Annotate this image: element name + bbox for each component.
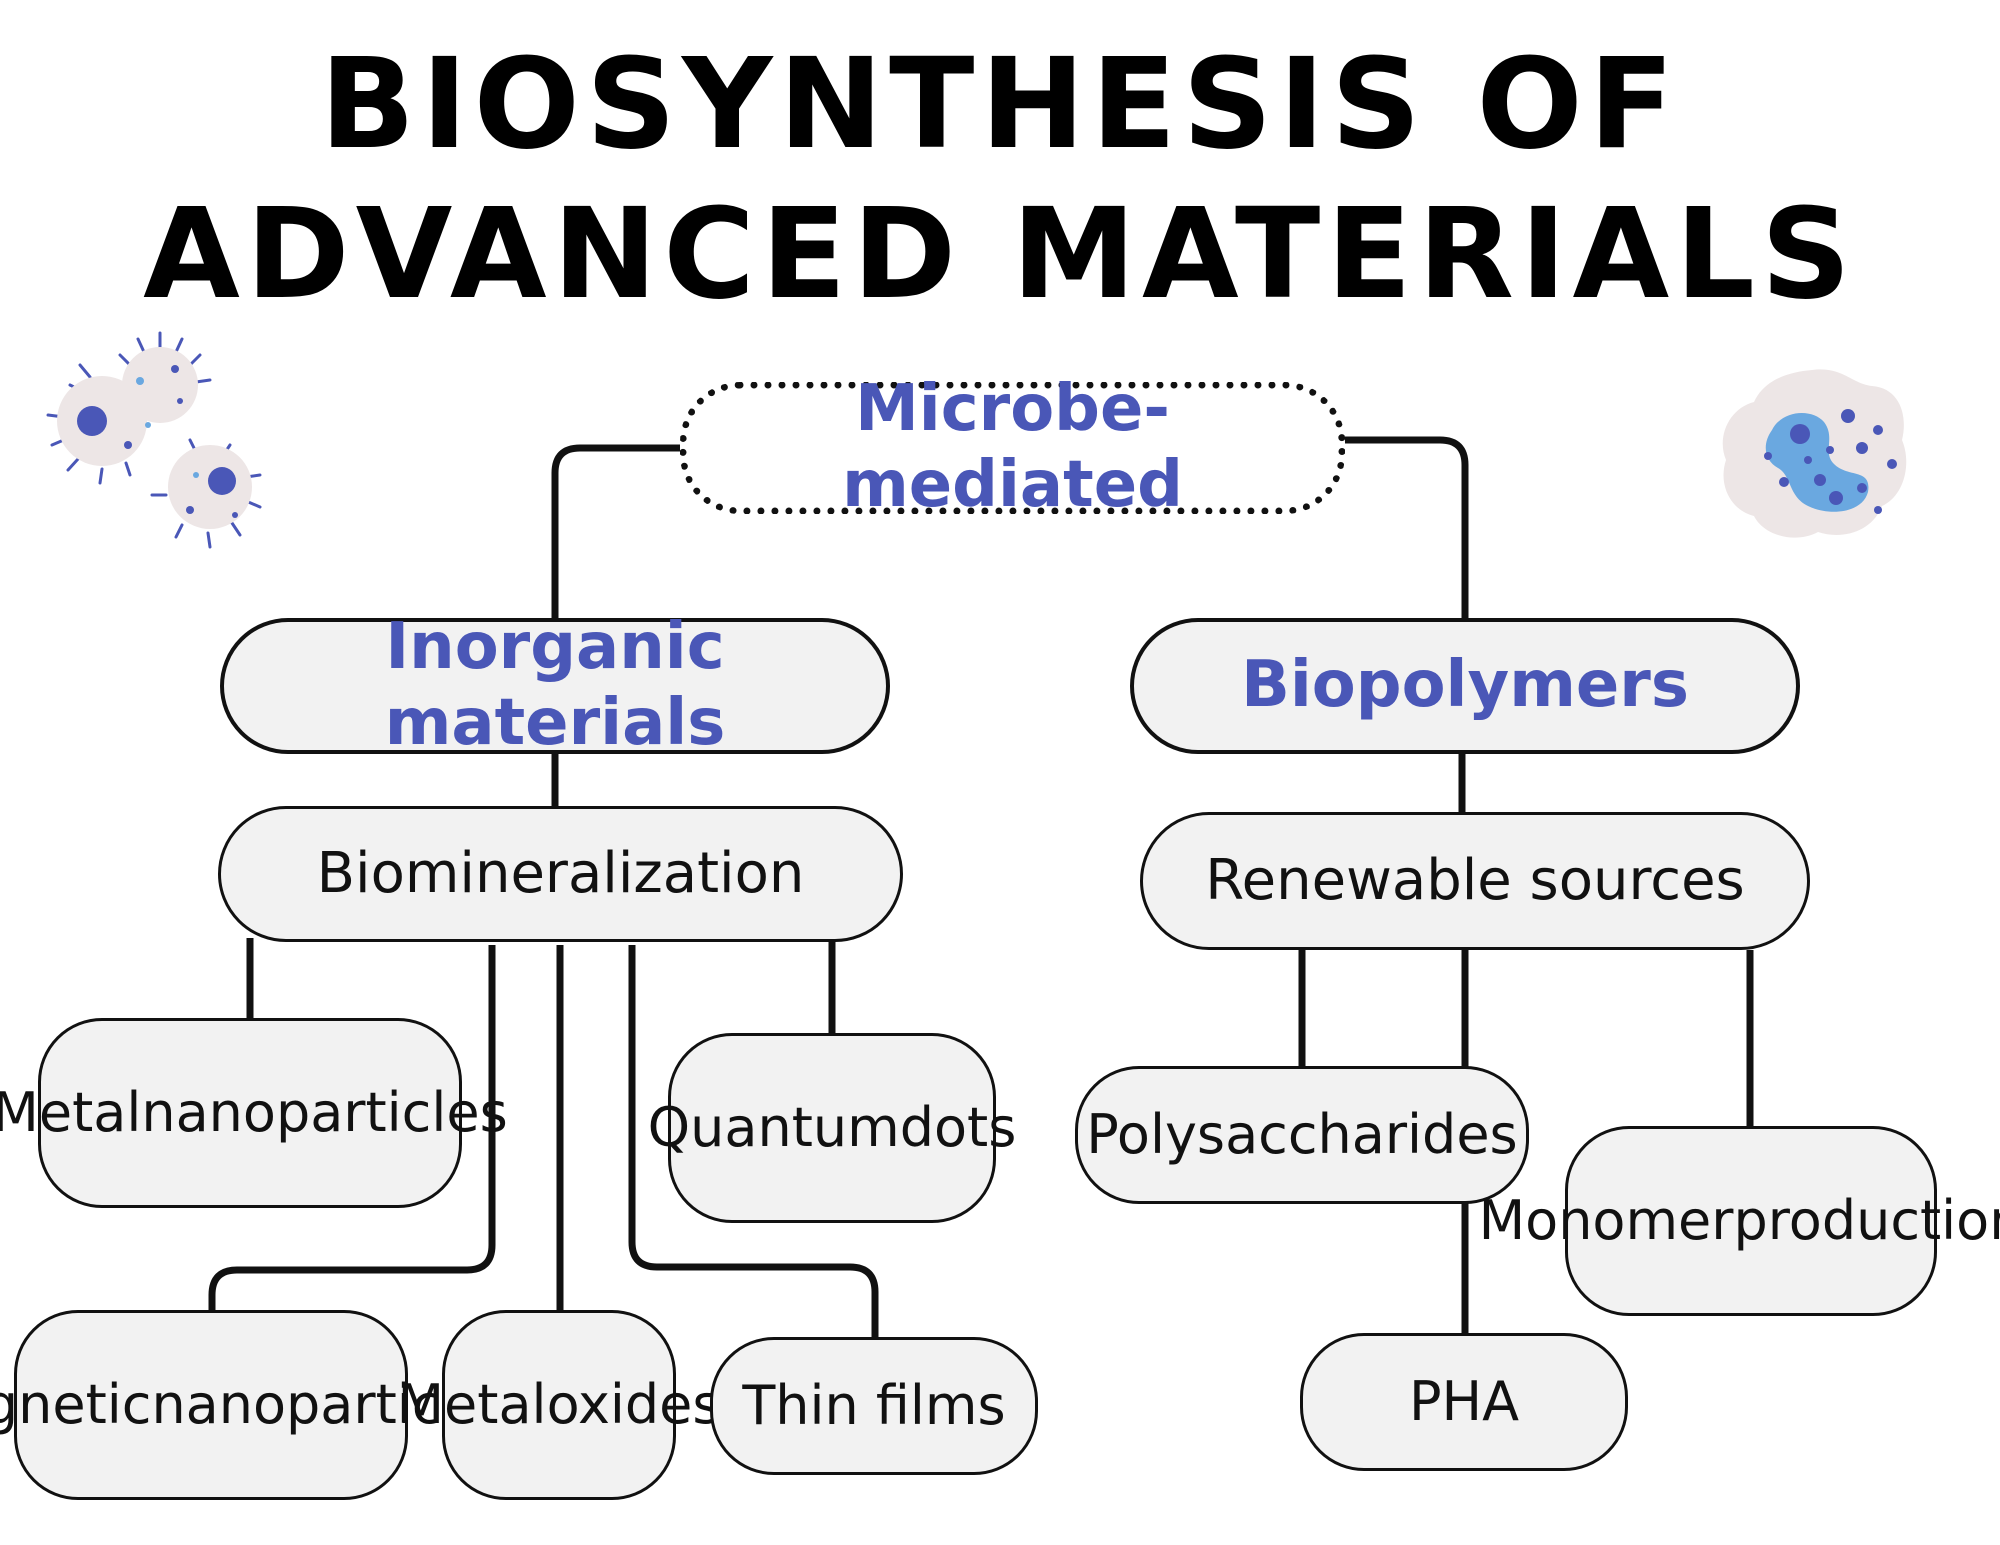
leaf-node-magnetic-nanoparticles: Magnetic nanoparticles — [0, 1310, 518, 1500]
connector-magnetic-nanoparticles — [208, 945, 496, 1312]
leaf-label-line: nanoparticles — [141, 1081, 508, 1145]
microbe-cell-icon — [1722, 369, 1907, 538]
root-node-microbe-mediated: Microbe-mediated — [680, 372, 1345, 522]
leaf-node-thin-films: Thin films — [710, 1337, 1038, 1475]
connector-thin-films — [628, 945, 879, 1340]
bacteria-cluster-icon — [46, 331, 262, 549]
leaf-label-line: Monomer — [1478, 1189, 1734, 1253]
leaf-label-line: Metal — [0, 1081, 142, 1145]
category-node-biopolymers: Biopolymers — [1130, 618, 1800, 754]
leaf-node-quantum-dots: Quantum dots — [648, 1033, 1016, 1223]
leaf-label-line: oxides — [546, 1373, 721, 1437]
connector-root-biopolymers — [1343, 436, 1469, 620]
leaf-node-metal-nanoparticles: Metal nanoparticles — [0, 1018, 508, 1208]
leaf-label-line: dots — [899, 1096, 1017, 1160]
leaf-label-line: Magnetic — [0, 1373, 152, 1437]
title-line-2: ADVANCED MATERIALS — [143, 182, 1857, 327]
process-node-biomineralization: Biomineralization — [218, 806, 903, 942]
leaf-node-monomer-production: Monomer production — [1479, 1126, 2000, 1316]
leaf-label-line: Metal — [397, 1373, 547, 1437]
leaf-node-pha: PHA — [1300, 1333, 1628, 1471]
category-node-inorganic-materials: Inorganic materials — [220, 610, 890, 760]
leaf-label-line: Quantum — [647, 1096, 900, 1160]
leaf-node-polysaccharides: Polysaccharides — [1075, 1066, 1529, 1204]
leaf-label-line: production — [1733, 1189, 2000, 1253]
connector-root-inorganic — [551, 444, 680, 620]
leaf-node-metal-oxides: Metal oxides — [397, 1310, 721, 1500]
title-line-1: BIOSYNTHESIS OF — [319, 32, 1681, 177]
process-node-renewable-sources: Renewable sources — [1140, 812, 1810, 950]
